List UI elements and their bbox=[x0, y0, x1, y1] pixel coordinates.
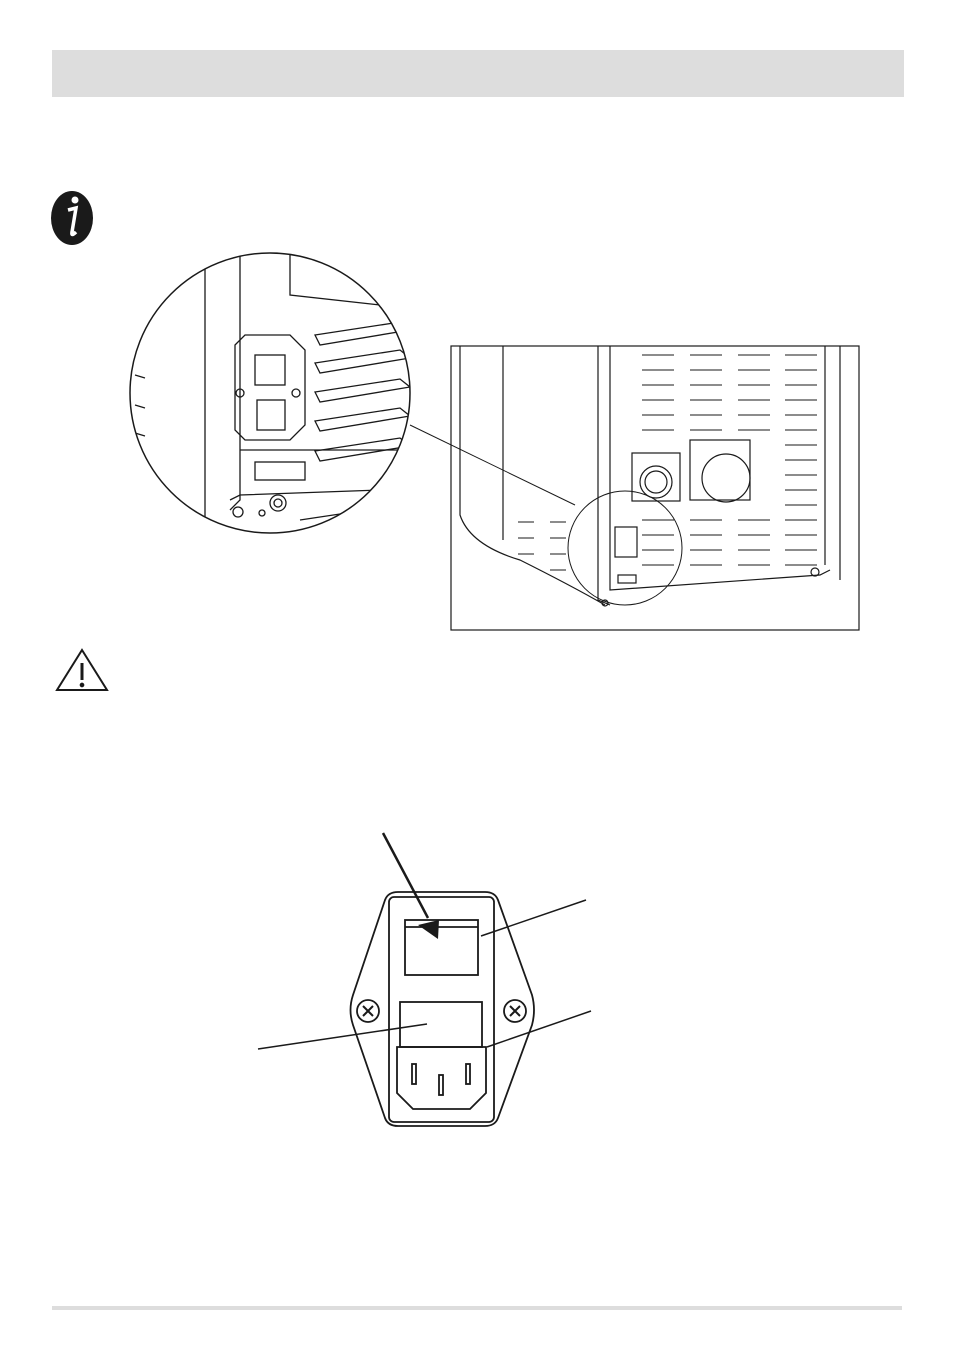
header-bar bbox=[52, 50, 904, 97]
screw-icon bbox=[503, 999, 527, 1023]
pointer-arrow bbox=[381, 832, 439, 939]
rear-vent-slots bbox=[518, 354, 817, 571]
vent-slots bbox=[314, 321, 410, 462]
power-inlet-diagram bbox=[257, 832, 592, 1127]
appliance-rear-view bbox=[450, 345, 860, 631]
screw-icon bbox=[356, 999, 380, 1023]
magnified-detail-illustration bbox=[129, 252, 411, 534]
leader-line-socket bbox=[486, 1010, 592, 1048]
power-switch bbox=[404, 919, 479, 976]
leader-line-fuse bbox=[257, 1023, 428, 1050]
fuse-holder bbox=[399, 1001, 483, 1048]
leader-line-switch bbox=[480, 899, 587, 937]
iec-socket bbox=[396, 1046, 487, 1110]
footer-divider bbox=[52, 1306, 902, 1310]
warning-triangle-icon bbox=[55, 648, 109, 691]
info-icon bbox=[51, 191, 93, 245]
detail-connector-line bbox=[409, 424, 576, 506]
